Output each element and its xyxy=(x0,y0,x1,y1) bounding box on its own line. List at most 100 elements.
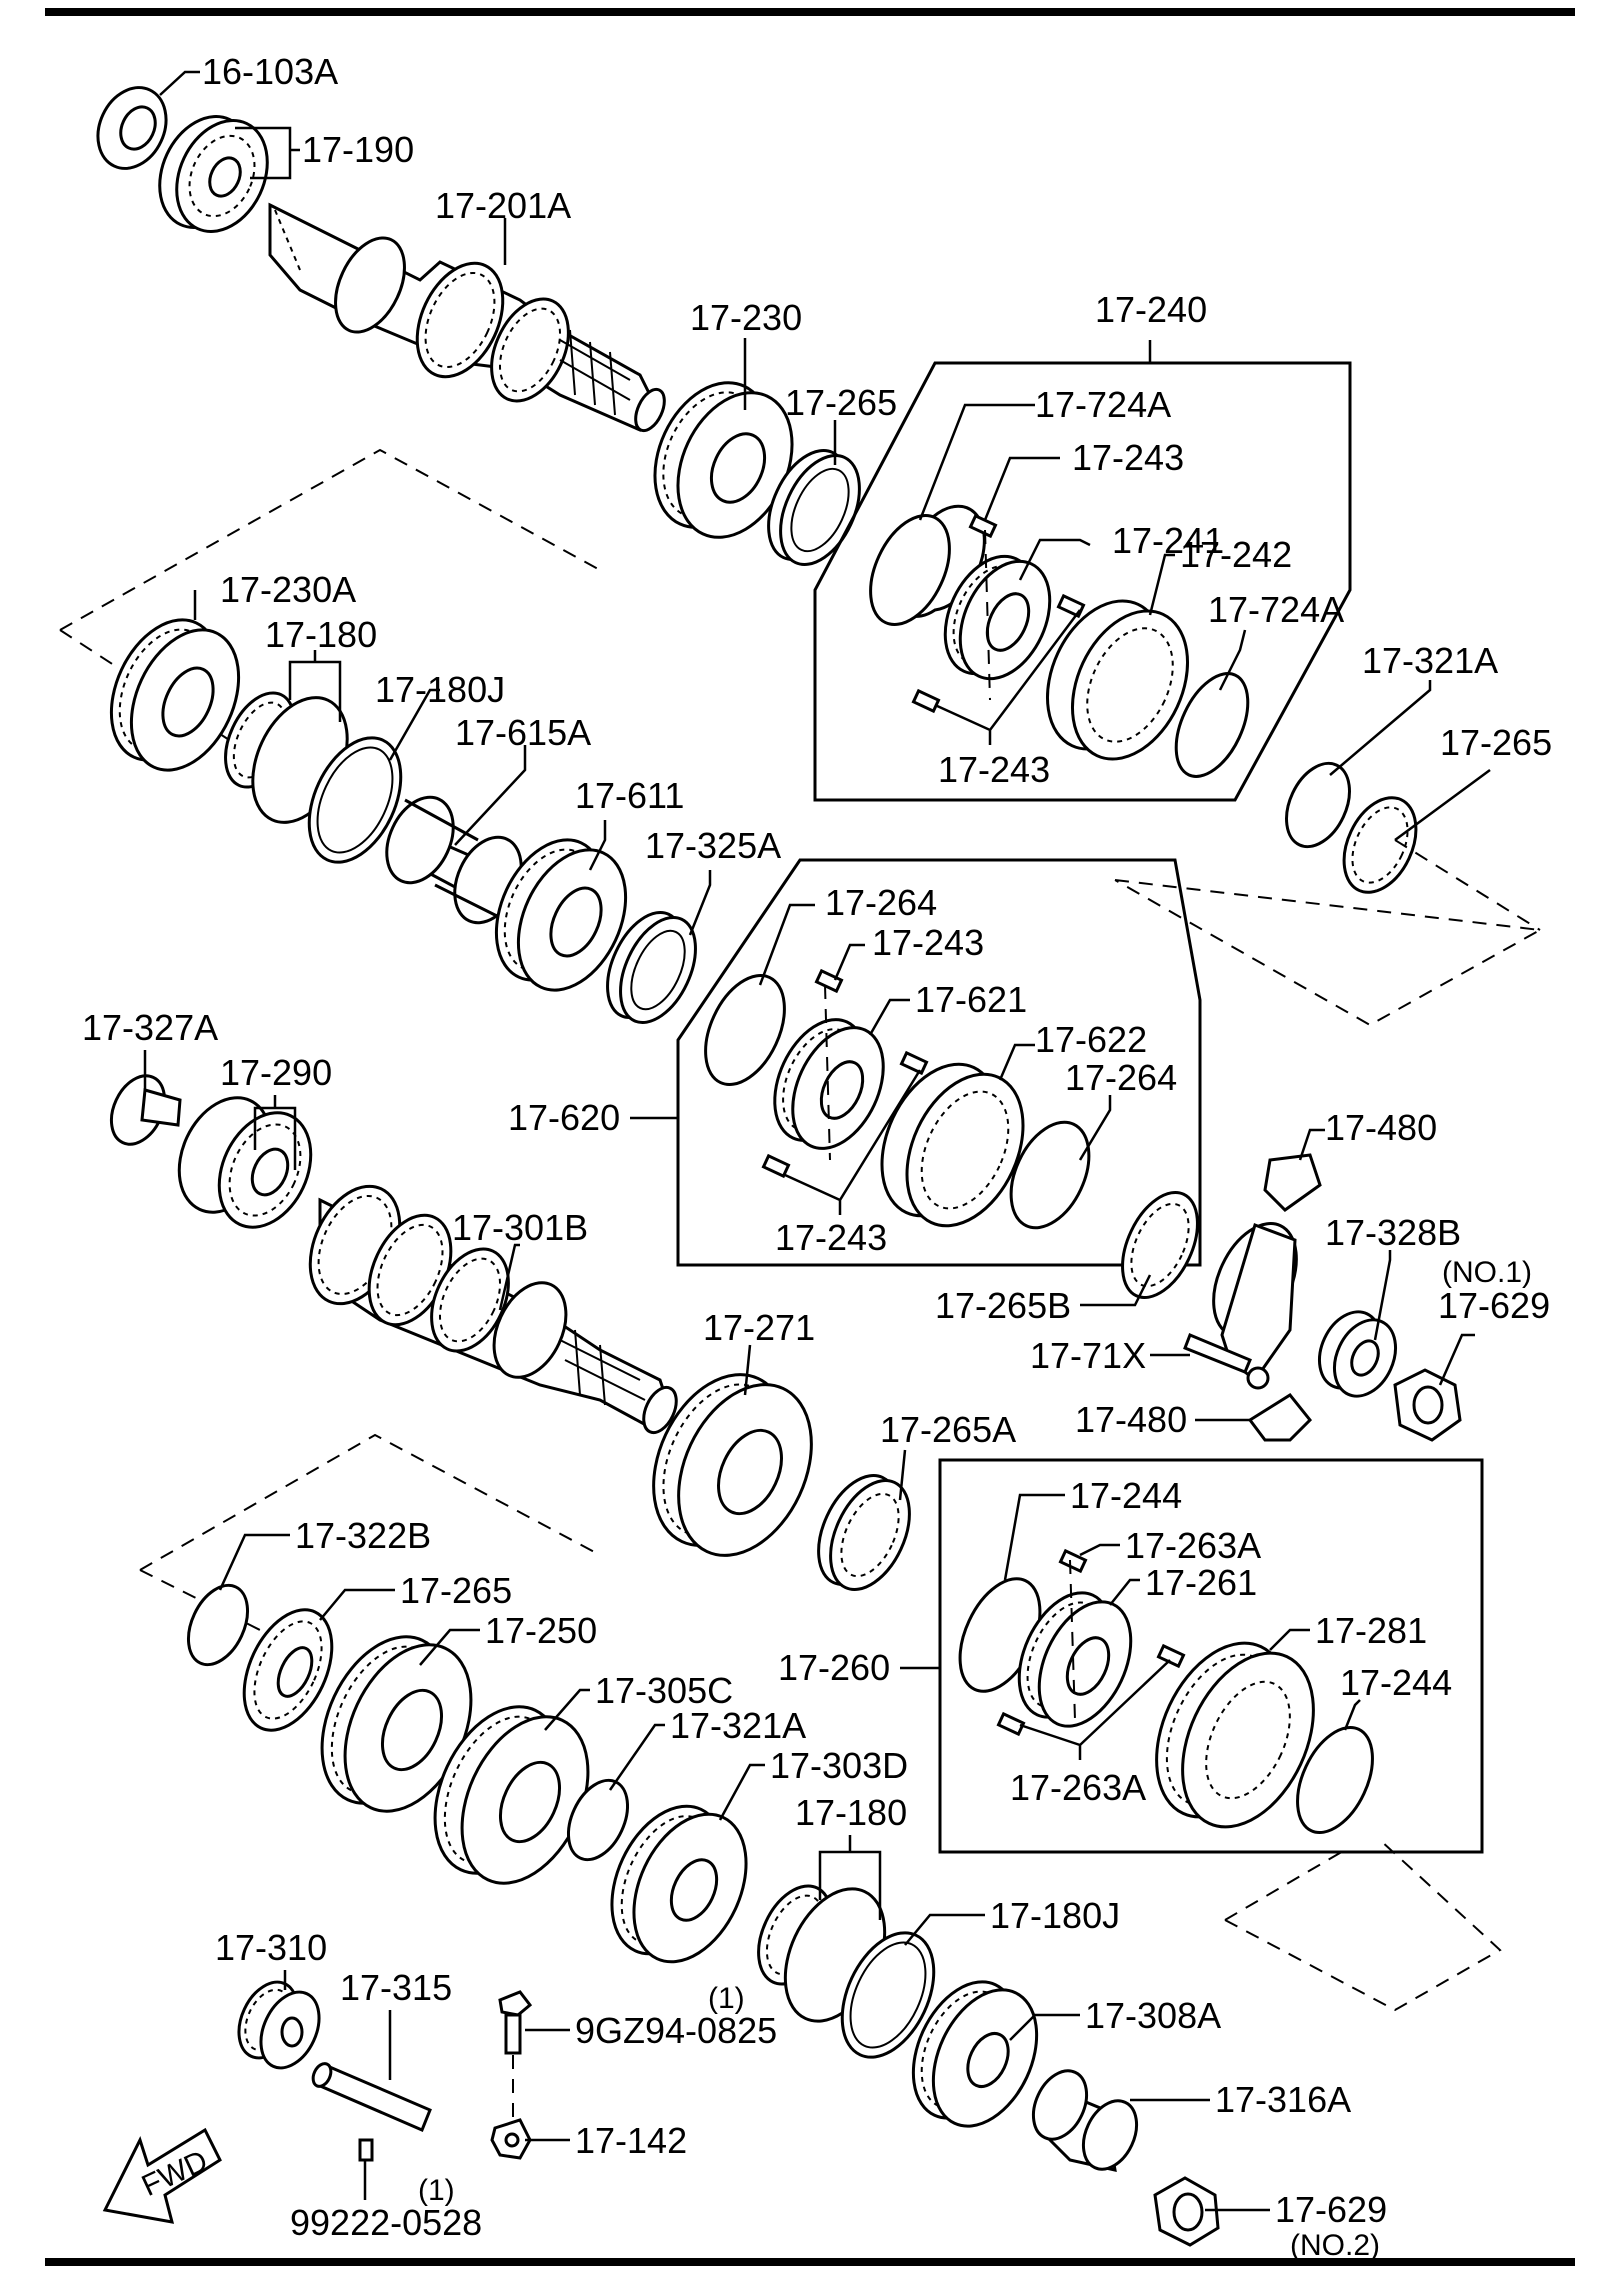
label-17-250: 17-250 xyxy=(485,1610,597,1651)
ring-17-265-left xyxy=(242,1608,334,1732)
dashed-group-bottom-right xyxy=(1224,1839,1502,2012)
label-17-265-top: 17-265 xyxy=(785,382,897,423)
label-17-290: 17-290 xyxy=(220,1052,332,1093)
label-17-263a-top: 17-263A xyxy=(1125,1525,1261,1566)
label-17-242: 17-242 xyxy=(1180,534,1292,575)
ring-17-325a xyxy=(606,910,697,1025)
label-9gz94-0825: 9GZ94-0825 xyxy=(575,2010,777,2051)
key-17-243-right xyxy=(1056,593,1086,619)
label-17-328b: 17-328B xyxy=(1325,1212,1461,1253)
washer-17-180j-bottom xyxy=(840,1931,936,2059)
label-17-230: 17-230 xyxy=(690,297,802,338)
snap-ring-17-322b xyxy=(186,1583,250,1667)
snap-ring-17-264-right xyxy=(1009,1120,1091,1230)
label-17-244-right: 17-244 xyxy=(1340,1662,1452,1703)
label-qty-pin: (1) xyxy=(418,2174,455,2207)
washer-17-180j-top xyxy=(307,736,403,864)
label-17-303d: 17-303D xyxy=(770,1745,908,1786)
label-17-265a: 17-265A xyxy=(880,1409,1016,1450)
label-17-243-c: 17-243 xyxy=(872,922,984,963)
sleeve-17-622 xyxy=(880,1062,1025,1228)
label-17-264-top: 17-264 xyxy=(825,882,937,923)
label-17-322b: 17-322B xyxy=(295,1515,431,1556)
bearing-17-190 xyxy=(158,115,269,233)
label-17-265-right: 17-265 xyxy=(1440,722,1552,763)
hub-17-261 xyxy=(1017,1591,1133,1728)
label-17-620: 17-620 xyxy=(508,1097,620,1138)
snap-ring-17-724a-right xyxy=(1174,672,1250,778)
label-17-724a-right: 17-724A xyxy=(1208,589,1344,630)
dashed-group-left xyxy=(59,448,601,761)
ring-17-265b xyxy=(1121,1190,1199,1300)
label-17-265b: 17-265B xyxy=(935,1285,1071,1326)
gear-17-230 xyxy=(653,381,794,539)
hub-17-241 xyxy=(943,554,1052,681)
drive-17-71x xyxy=(1183,1222,1298,1390)
hub-17-621 xyxy=(773,1018,885,1150)
snap-ring-17-244-right xyxy=(1296,1725,1374,1835)
label-17-321a-right: 17-321A xyxy=(1362,640,1498,681)
label-17-271: 17-271 xyxy=(703,1307,815,1348)
bearing-17-328b xyxy=(1318,1310,1397,1398)
shaft-17-315 xyxy=(311,2062,432,2132)
gear-17-310 xyxy=(237,1980,321,2070)
key-17-243-a xyxy=(968,513,998,539)
counter-shaft-17-301b xyxy=(308,1184,678,1435)
label-17-615a: 17-615A xyxy=(455,712,591,753)
label-no2: (NO.2) xyxy=(1290,2229,1380,2262)
label-qty-bolt: (1) xyxy=(708,1982,745,2015)
bottom-border-rule xyxy=(45,2258,1575,2266)
ring-17-265a xyxy=(817,1474,911,1591)
bearing-17-290 xyxy=(177,1096,313,1229)
label-17-243-a: 17-243 xyxy=(1072,437,1184,478)
bolt-9gz94-0825 xyxy=(498,1990,533,2055)
bearing-17-327a xyxy=(109,1074,182,1146)
main-shaft-17-201a xyxy=(268,202,666,433)
label-17-325a: 17-325A xyxy=(645,825,781,866)
label-17-142: 17-142 xyxy=(575,2120,687,2161)
dashed-group-right xyxy=(1114,839,1544,1027)
label-17-629-no1: 17-629 xyxy=(1438,1285,1550,1326)
bushing-17-615a xyxy=(385,795,523,927)
nut-17-629-no1 xyxy=(1393,1368,1462,1442)
gear-17-250 xyxy=(320,1635,473,1813)
snap-ring-17-321a-right xyxy=(1285,761,1351,849)
assembly-box-17-620 xyxy=(676,858,1202,1267)
gear-17-271 xyxy=(652,1373,813,1557)
nut-17-629-no2 xyxy=(1153,2176,1220,2247)
gear-17-303d xyxy=(610,1804,748,1964)
ring-17-265-top xyxy=(767,449,861,566)
label-17-308a: 17-308A xyxy=(1085,1995,1221,2036)
label-17-180-top: 17-180 xyxy=(265,614,377,655)
key-17-243-lower xyxy=(911,688,941,714)
label-17-621: 17-621 xyxy=(915,979,1027,1020)
label-17-241: 17-241 xyxy=(1112,520,1224,561)
key-17-243-c xyxy=(814,968,844,994)
key-17-243-d xyxy=(761,1153,791,1179)
label-17-724a-top: 17-724A xyxy=(1035,384,1171,425)
clip-17-480-top xyxy=(1263,1153,1322,1212)
label-17-629-no2: 17-629 xyxy=(1275,2189,1387,2230)
key-17-243-e xyxy=(899,1050,929,1076)
label-17-305c: 17-305C xyxy=(595,1670,733,1711)
gear-17-305c xyxy=(433,1705,590,1885)
label-17-310: 17-310 xyxy=(215,1927,327,1968)
bearing-16-103a xyxy=(96,86,168,170)
gear-17-281 xyxy=(1155,1641,1315,1829)
label-17-301b: 17-301B xyxy=(452,1207,588,1248)
gear-17-230a xyxy=(109,618,241,772)
assembly-box-17-240 xyxy=(813,361,1352,802)
label-17-611: 17-611 xyxy=(575,775,684,816)
label-17-622: 17-622 xyxy=(1035,1019,1147,1060)
key-17-263a-lower xyxy=(996,1711,1026,1737)
label-17-480-top: 17-480 xyxy=(1325,1107,1437,1148)
label-17-260: 17-260 xyxy=(778,1647,890,1688)
label-17-261: 17-261 xyxy=(1145,1562,1257,1603)
ring-17-265-right xyxy=(1342,796,1418,894)
snap-ring-17-264-top xyxy=(704,974,786,1086)
bushing-17-316a xyxy=(1031,2069,1139,2172)
label-17-480-bottom: 17-480 xyxy=(1075,1399,1187,1440)
label-17-281: 17-281 xyxy=(1315,1610,1427,1651)
assembly-box-17-260 xyxy=(938,1458,1484,1854)
